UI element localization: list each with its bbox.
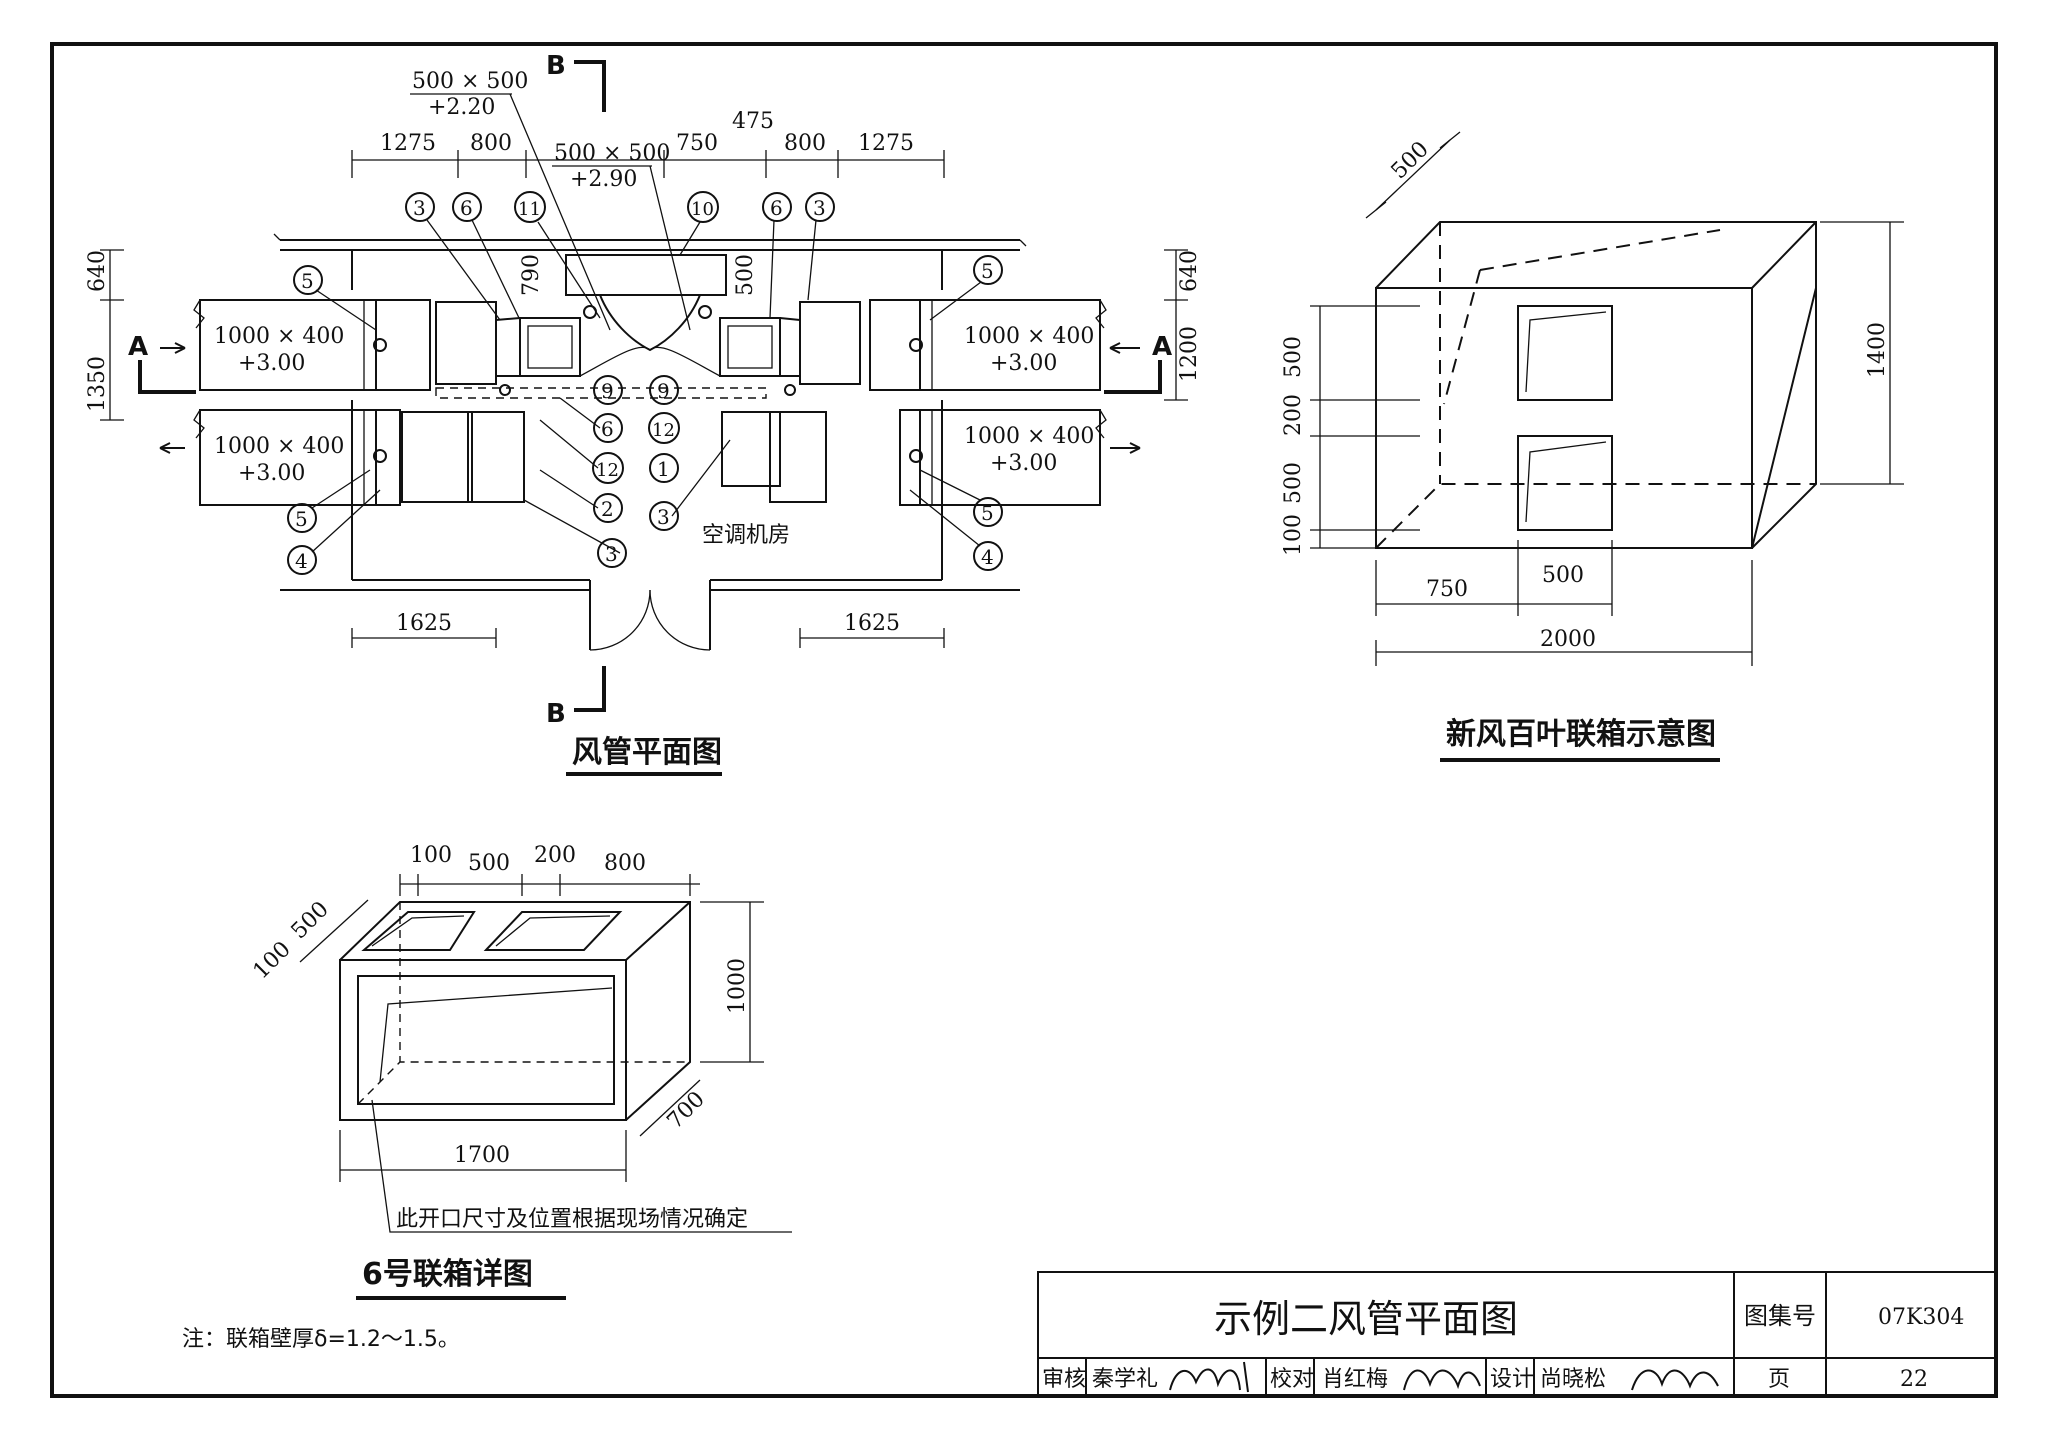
dim-bottom-1625-left: 1625	[396, 611, 452, 636]
louver-dim-500-bottom: 500	[1281, 462, 1306, 504]
louver-dim-2000: 2000	[1540, 627, 1596, 652]
louver-dim-100: 100	[1281, 514, 1306, 556]
louver-title: 新风百叶联箱示意图	[1446, 717, 1716, 752]
dim-top-1275-left: 1275	[380, 131, 436, 156]
box6-dim-500-top: 500	[468, 851, 510, 876]
duct-elev-left-lower: +3.00	[238, 461, 305, 486]
callout-11: 11	[518, 199, 541, 220]
section-a-right: A	[1152, 332, 1172, 362]
page-number: 22	[1900, 1367, 1928, 1392]
callout-6-tr: 6	[770, 196, 783, 220]
callout-12-left: 12	[596, 460, 619, 481]
box6-dim-100-top: 100	[410, 843, 452, 868]
dim-right-1200: 1200	[1177, 326, 1202, 382]
check-label: 校对	[1270, 1367, 1314, 1392]
callout-3-tr: 3	[813, 196, 826, 220]
louver-dim-200: 200	[1281, 394, 1306, 436]
room-label: 空调机房	[702, 523, 790, 548]
box6-dim-200-top: 200	[534, 843, 576, 868]
page-label: 页	[1768, 1367, 1790, 1392]
box-a-size: 500 × 500	[412, 69, 528, 94]
duct-elev-right-upper: +3.00	[990, 351, 1057, 376]
dim-790: 790	[519, 254, 544, 296]
reviewer-name: 秦学礼	[1092, 1367, 1158, 1392]
callout-6-tl: 6	[460, 196, 473, 220]
duct-elev-left-upper: +3.00	[238, 351, 305, 376]
box6-dim-1000: 1000	[725, 958, 750, 1014]
louver-dim-top-500: 500	[1387, 137, 1434, 184]
callout-3-mid: 3	[657, 505, 670, 529]
louver-dim-750: 750	[1426, 577, 1468, 602]
atlas-label: 图集号	[1744, 1302, 1816, 1330]
callout-1: 1	[657, 457, 670, 481]
dim-left-1350: 1350	[85, 356, 110, 412]
dim-top-475: 475	[732, 109, 774, 134]
callout-9-right: 9	[657, 379, 670, 403]
section-b-bottom: B	[546, 699, 566, 729]
duct-size-right-lower: 1000 × 400	[964, 424, 1094, 449]
box-a-elev: +2.20	[428, 95, 495, 120]
box6-dim-700: 700	[663, 1087, 710, 1134]
louver-dim-1400: 1400	[1865, 322, 1890, 378]
box6-detail: 100 500 200 800 100 500 1000 700 1700 此开…	[249, 843, 792, 1300]
dim-right-640: 640	[1177, 250, 1202, 292]
box6-dim-1700: 1700	[454, 1143, 510, 1168]
duct-elev-right-lower: +3.00	[990, 451, 1057, 476]
atlas-number: 07K304	[1878, 1305, 1964, 1330]
section-a-left: A	[128, 332, 148, 362]
callout-4-bl: 4	[295, 549, 308, 573]
louver-box: 500 200 500 100 500 1400 750 500 2000 新风…	[1281, 131, 1904, 762]
louver-dim-500-bottom-h: 500	[1542, 563, 1584, 588]
dim-500: 500	[733, 254, 758, 296]
callout-5-tr: 5	[981, 259, 994, 283]
box-b-elev: +2.90	[570, 167, 637, 192]
callout-3-tl: 3	[413, 196, 426, 220]
plan-title: 风管平面图	[572, 735, 722, 770]
review-label: 审核	[1042, 1367, 1086, 1392]
callout-2: 2	[601, 497, 614, 521]
box6-dim-100-side: 100	[249, 937, 296, 984]
box6-note: 此开口尺寸及位置根据现场情况确定	[396, 1207, 748, 1232]
dim-left-640: 640	[85, 250, 110, 292]
callouts: 3 6 11 10 6 3 5 5 9 9 6 12 12 1 2 3 3 5 …	[287, 191, 1003, 575]
box6-dim-800-top: 800	[604, 851, 646, 876]
box-b-size: 500 × 500	[554, 141, 670, 166]
dim-bottom-1625-right: 1625	[844, 611, 900, 636]
box6-title: 6号联箱详图	[362, 1257, 533, 1292]
checker-signature	[1403, 1369, 1481, 1391]
duct-size-left-upper: 1000 × 400	[214, 324, 344, 349]
callout-5-bl: 5	[295, 507, 308, 531]
callout-12-right: 12	[652, 420, 675, 441]
title-block-title: 示例二风管平面图	[1214, 1297, 1518, 1341]
callout-5-tl: 5	[301, 269, 314, 293]
duct-plan: A A B B 1275 800 750 475 800 1275 500 × …	[85, 51, 1202, 776]
checker-name: 肖红梅	[1322, 1367, 1388, 1392]
dim-top-800-left: 800	[470, 131, 512, 156]
callout-5-br: 5	[981, 501, 994, 525]
dim-top-800-right: 800	[784, 131, 826, 156]
dim-top-1275-right: 1275	[858, 131, 914, 156]
callout-6-mid: 6	[601, 417, 614, 441]
designer-signature	[1631, 1369, 1719, 1391]
callout-4-br: 4	[981, 545, 994, 569]
duct-size-right-upper: 1000 × 400	[964, 324, 1094, 349]
designer-name: 尚晓松	[1540, 1367, 1606, 1392]
footnote: 注：联箱壁厚δ=1.2～1.5。	[182, 1327, 460, 1352]
design-label: 设计	[1490, 1367, 1534, 1392]
sheet-border	[50, 42, 1998, 1398]
title-block: 示例二风管平面图 图集号 07K304 审核 秦学礼 校对 肖红梅 设计 尚晓松…	[1037, 1271, 1997, 1397]
callout-9-left: 9	[601, 379, 614, 403]
louver-dim-500-top: 500	[1281, 336, 1306, 378]
callout-10: 10	[691, 199, 714, 220]
duct-size-left-lower: 1000 × 400	[214, 434, 344, 459]
dim-top-750: 750	[676, 131, 718, 156]
section-b-top: B	[546, 51, 566, 81]
reviewer-signature	[1169, 1361, 1249, 1393]
callout-3-bottom: 3	[605, 542, 618, 566]
